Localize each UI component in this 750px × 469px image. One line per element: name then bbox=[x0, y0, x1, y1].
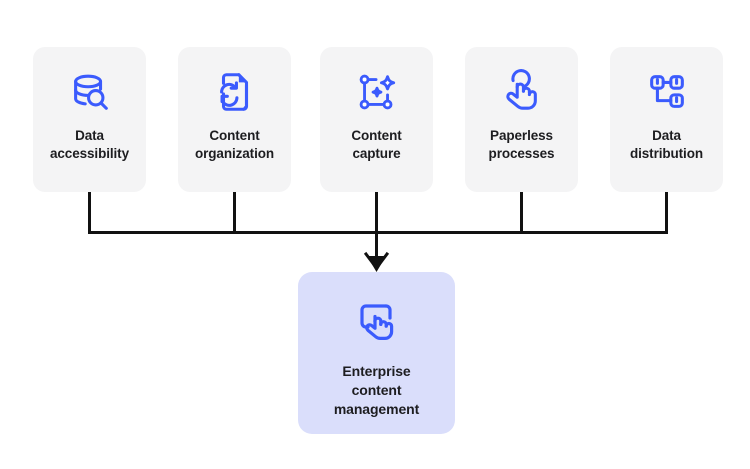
card-label: Paperless processes bbox=[488, 128, 555, 162]
card-content-capture[interactable]: Content capture bbox=[320, 47, 433, 192]
screen-tap-icon bbox=[353, 298, 401, 346]
card-enterprise-content-management[interactable]: Enterprise content management bbox=[298, 272, 455, 434]
card-paperless-processes[interactable]: Paperless processes bbox=[465, 47, 578, 192]
card-content-organization[interactable]: Content organization bbox=[178, 47, 291, 192]
tap-gesture-icon bbox=[499, 69, 545, 115]
database-search-icon bbox=[67, 69, 113, 115]
card-label: Content organization bbox=[194, 128, 275, 162]
card-label: Data accessibility bbox=[49, 128, 129, 162]
card-data-accessibility[interactable]: Data accessibility bbox=[33, 47, 146, 192]
card-data-distribution[interactable]: Data distribution bbox=[610, 47, 723, 192]
network-nodes-icon bbox=[644, 69, 690, 115]
card-label: Enterprise content management bbox=[333, 363, 420, 417]
card-label: Content capture bbox=[351, 128, 402, 162]
document-refresh-icon bbox=[212, 69, 258, 115]
selection-sparkle-icon bbox=[354, 69, 400, 115]
card-label: Data distribution bbox=[629, 128, 704, 162]
